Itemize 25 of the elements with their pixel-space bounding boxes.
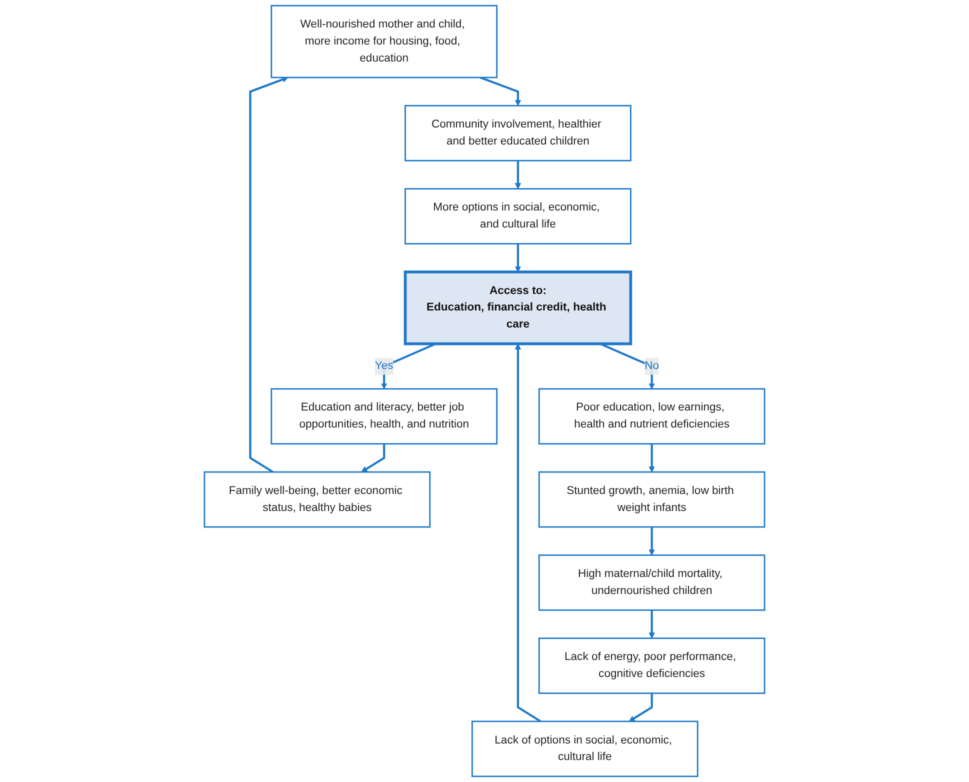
arrow: [381, 342, 436, 390]
process-box: Education and literacy, better job opportunities, health, and nutrition: [270, 388, 498, 445]
process-box: Stunted growth, anemia, low birth weight infants: [538, 471, 766, 528]
edge-label: No: [644, 358, 660, 375]
arrow: [648, 526, 655, 556]
process-box: High maternal/child mortality, undernourished children: [538, 554, 766, 611]
process-box: Family well-being, better economic status, healthy babies: [204, 471, 431, 528]
arrow: [648, 610, 655, 639]
process-box: Lack of options in social, economic, cultural life: [471, 720, 698, 778]
process-box: Poor education, low earnings, health and nutrient deficiencies: [538, 388, 766, 445]
arrow: [514, 344, 542, 722]
arrow: [514, 244, 522, 272]
process-box: Community involvement, healthier and better educated children: [404, 104, 632, 162]
arrow: [361, 444, 386, 472]
process-box: Lack of energy, poor performance, cognitive deficiencies: [538, 638, 766, 694]
edge-label: Yes: [374, 358, 394, 375]
process-box: More options in social, economic, and cultural life: [404, 188, 632, 244]
process-box: Well-nourished mother and child, more income for housing, food, education: [270, 4, 498, 78]
arrow: [600, 342, 655, 390]
arrow: [648, 444, 655, 472]
arrow: [480, 76, 522, 106]
process-box: Access to: Education, financial credit, health care: [404, 270, 632, 346]
arrow: [628, 693, 653, 722]
arrow: [249, 76, 288, 473]
arrow: [514, 160, 522, 190]
